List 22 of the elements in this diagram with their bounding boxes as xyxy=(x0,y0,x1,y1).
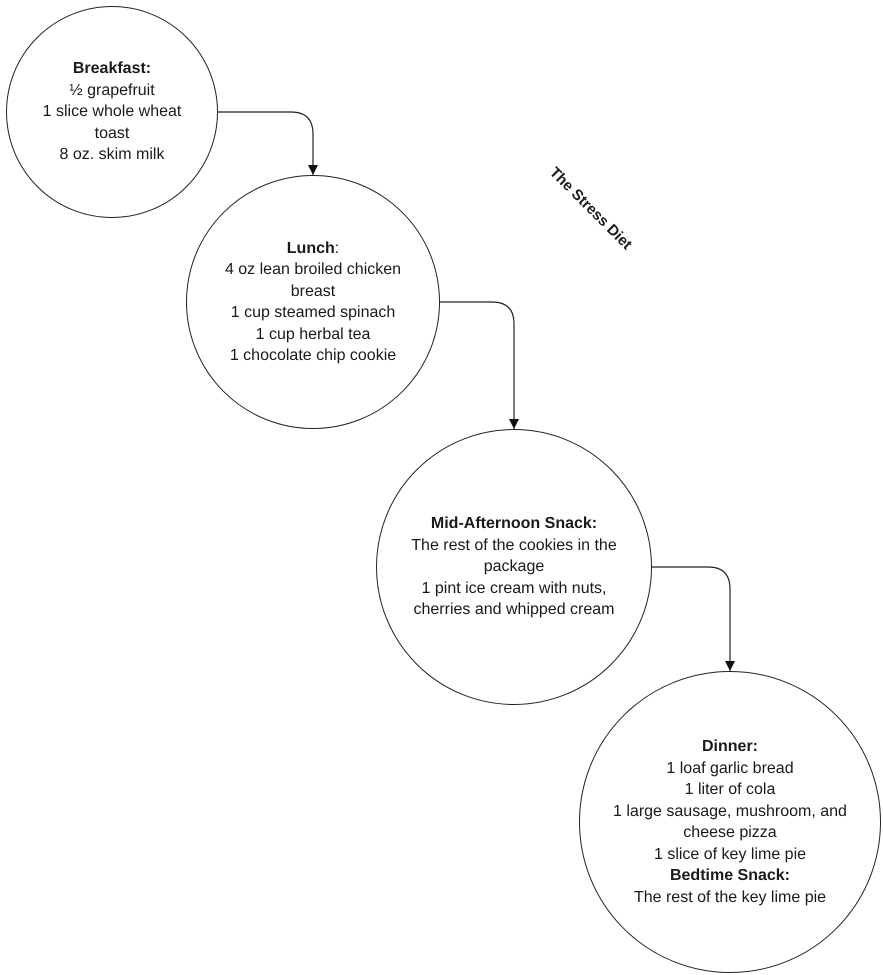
meal-heading: Lunch: xyxy=(286,238,340,258)
food-item: ½ grapefruit xyxy=(68,80,156,101)
arrow xyxy=(652,566,735,671)
food-item: The rest of the cookies in the package xyxy=(410,536,618,578)
food-item: 1 cup steamed spinach xyxy=(230,303,396,323)
meal-heading: Bedtime Snack: xyxy=(668,866,792,886)
food-item: The rest of the key lime pie xyxy=(632,888,828,908)
food-item: 1 slice of key lime pie xyxy=(652,844,808,864)
arrow xyxy=(440,301,519,429)
food-item: 1 liter of cola xyxy=(684,780,776,800)
food-item: 4 oz lean broiled chicken breast xyxy=(224,260,402,302)
food-item: 1 pint ice cream with nuts, cherries and whipped cream xyxy=(412,578,616,620)
meal-heading: Dinner: xyxy=(701,737,759,757)
food-item: 1 cup herbal tea xyxy=(254,324,372,344)
meal-heading: Breakfast: xyxy=(72,59,152,80)
food-item: 1 loaf garlic bread xyxy=(665,758,795,778)
meal-heading: Mid-Afternoon Snack: xyxy=(430,514,598,534)
food-item: 1 chocolate chip cookie xyxy=(228,346,398,366)
food-item: 8 oz. skim milk xyxy=(58,145,166,166)
arrow xyxy=(218,111,318,175)
food-item: 1 slice whole wheat toast xyxy=(42,102,182,144)
food-item: 1 large sausage, mushroom, and cheese pizza xyxy=(612,802,848,843)
